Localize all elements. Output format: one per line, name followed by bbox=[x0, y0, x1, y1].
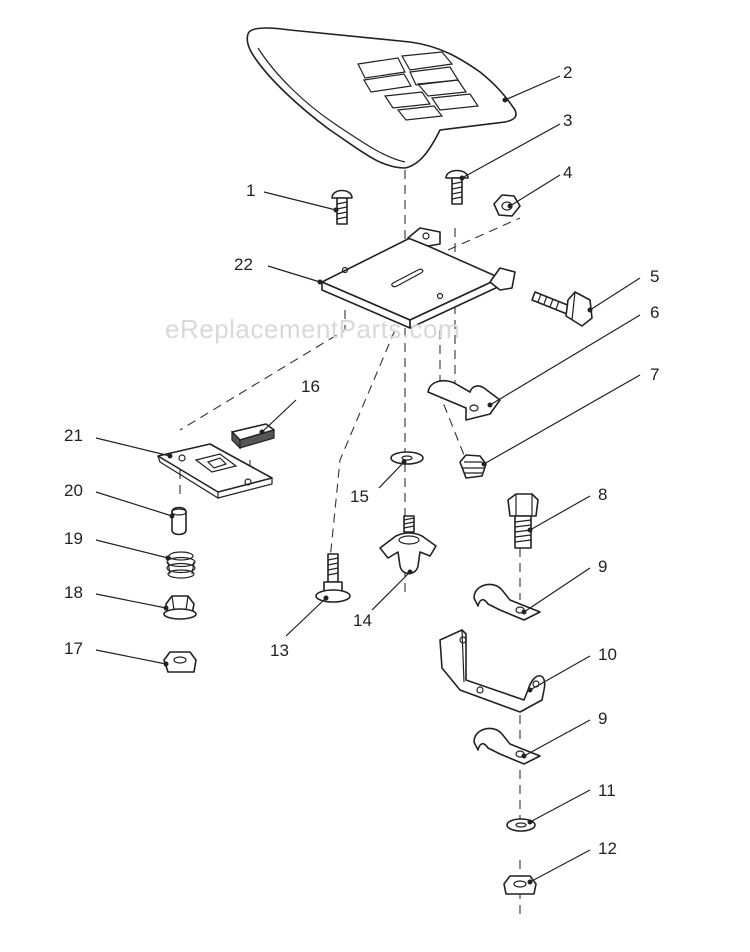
screw-part bbox=[445, 169, 469, 205]
seat-plate-part bbox=[321, 227, 516, 329]
hex-nut-bottom-part bbox=[503, 875, 537, 895]
callout-7: 7 bbox=[650, 365, 659, 384]
mounting-bracket-part bbox=[439, 629, 546, 713]
callout-16: 16 bbox=[301, 377, 320, 396]
clip-bracket-part bbox=[427, 379, 501, 421]
lock-nut-bottom-part bbox=[163, 651, 197, 673]
flange-bolt-part bbox=[531, 291, 593, 327]
lock-nut-part bbox=[459, 454, 487, 479]
washer-part bbox=[390, 451, 424, 465]
callout-13: 13 bbox=[270, 641, 289, 660]
callout-15: 15 bbox=[350, 487, 369, 506]
rubber-block-part bbox=[231, 423, 275, 450]
callout-5: 5 bbox=[650, 267, 659, 286]
callout-9-upper: 9 bbox=[598, 557, 607, 576]
latch-plate-part bbox=[157, 443, 273, 500]
callout-2: 2 bbox=[563, 63, 572, 82]
callout-10: 10 bbox=[598, 645, 617, 664]
callout-4: 4 bbox=[563, 163, 572, 182]
clamp-upper-part bbox=[473, 583, 541, 621]
pin-part bbox=[171, 506, 187, 536]
callout-3: 3 bbox=[563, 111, 572, 130]
callout-21: 21 bbox=[64, 426, 83, 445]
callout-9-lower: 9 bbox=[598, 709, 607, 728]
carriage-bolt-part bbox=[331, 189, 353, 225]
leader-lines bbox=[95, 75, 641, 885]
adjustment-knob-part bbox=[379, 515, 437, 575]
callout-11: 11 bbox=[598, 781, 616, 800]
callout-20: 20 bbox=[64, 481, 83, 500]
hex-nut-part bbox=[493, 194, 521, 217]
shoulder-bolt-part bbox=[315, 553, 351, 603]
hex-bolt-part bbox=[507, 493, 539, 549]
seat-part bbox=[246, 27, 517, 169]
flange-nut-part bbox=[163, 595, 197, 620]
callout-1: 1 bbox=[246, 181, 255, 200]
callout-19: 19 bbox=[64, 529, 83, 548]
spring-part bbox=[166, 551, 196, 579]
callout-17: 17 bbox=[64, 639, 83, 658]
callout-labels: 1 2 3 4 5 6 7 22 16 21 20 19 18 17 15 13… bbox=[64, 63, 659, 858]
clamp-lower-part bbox=[473, 727, 541, 765]
watermark: eReplacementParts.com bbox=[165, 314, 460, 344]
callout-8: 8 bbox=[598, 485, 607, 504]
callout-12: 12 bbox=[598, 839, 617, 858]
callout-22: 22 bbox=[234, 255, 253, 274]
callout-6: 6 bbox=[650, 303, 659, 322]
callout-14: 14 bbox=[353, 611, 372, 630]
callout-18: 18 bbox=[64, 583, 83, 602]
